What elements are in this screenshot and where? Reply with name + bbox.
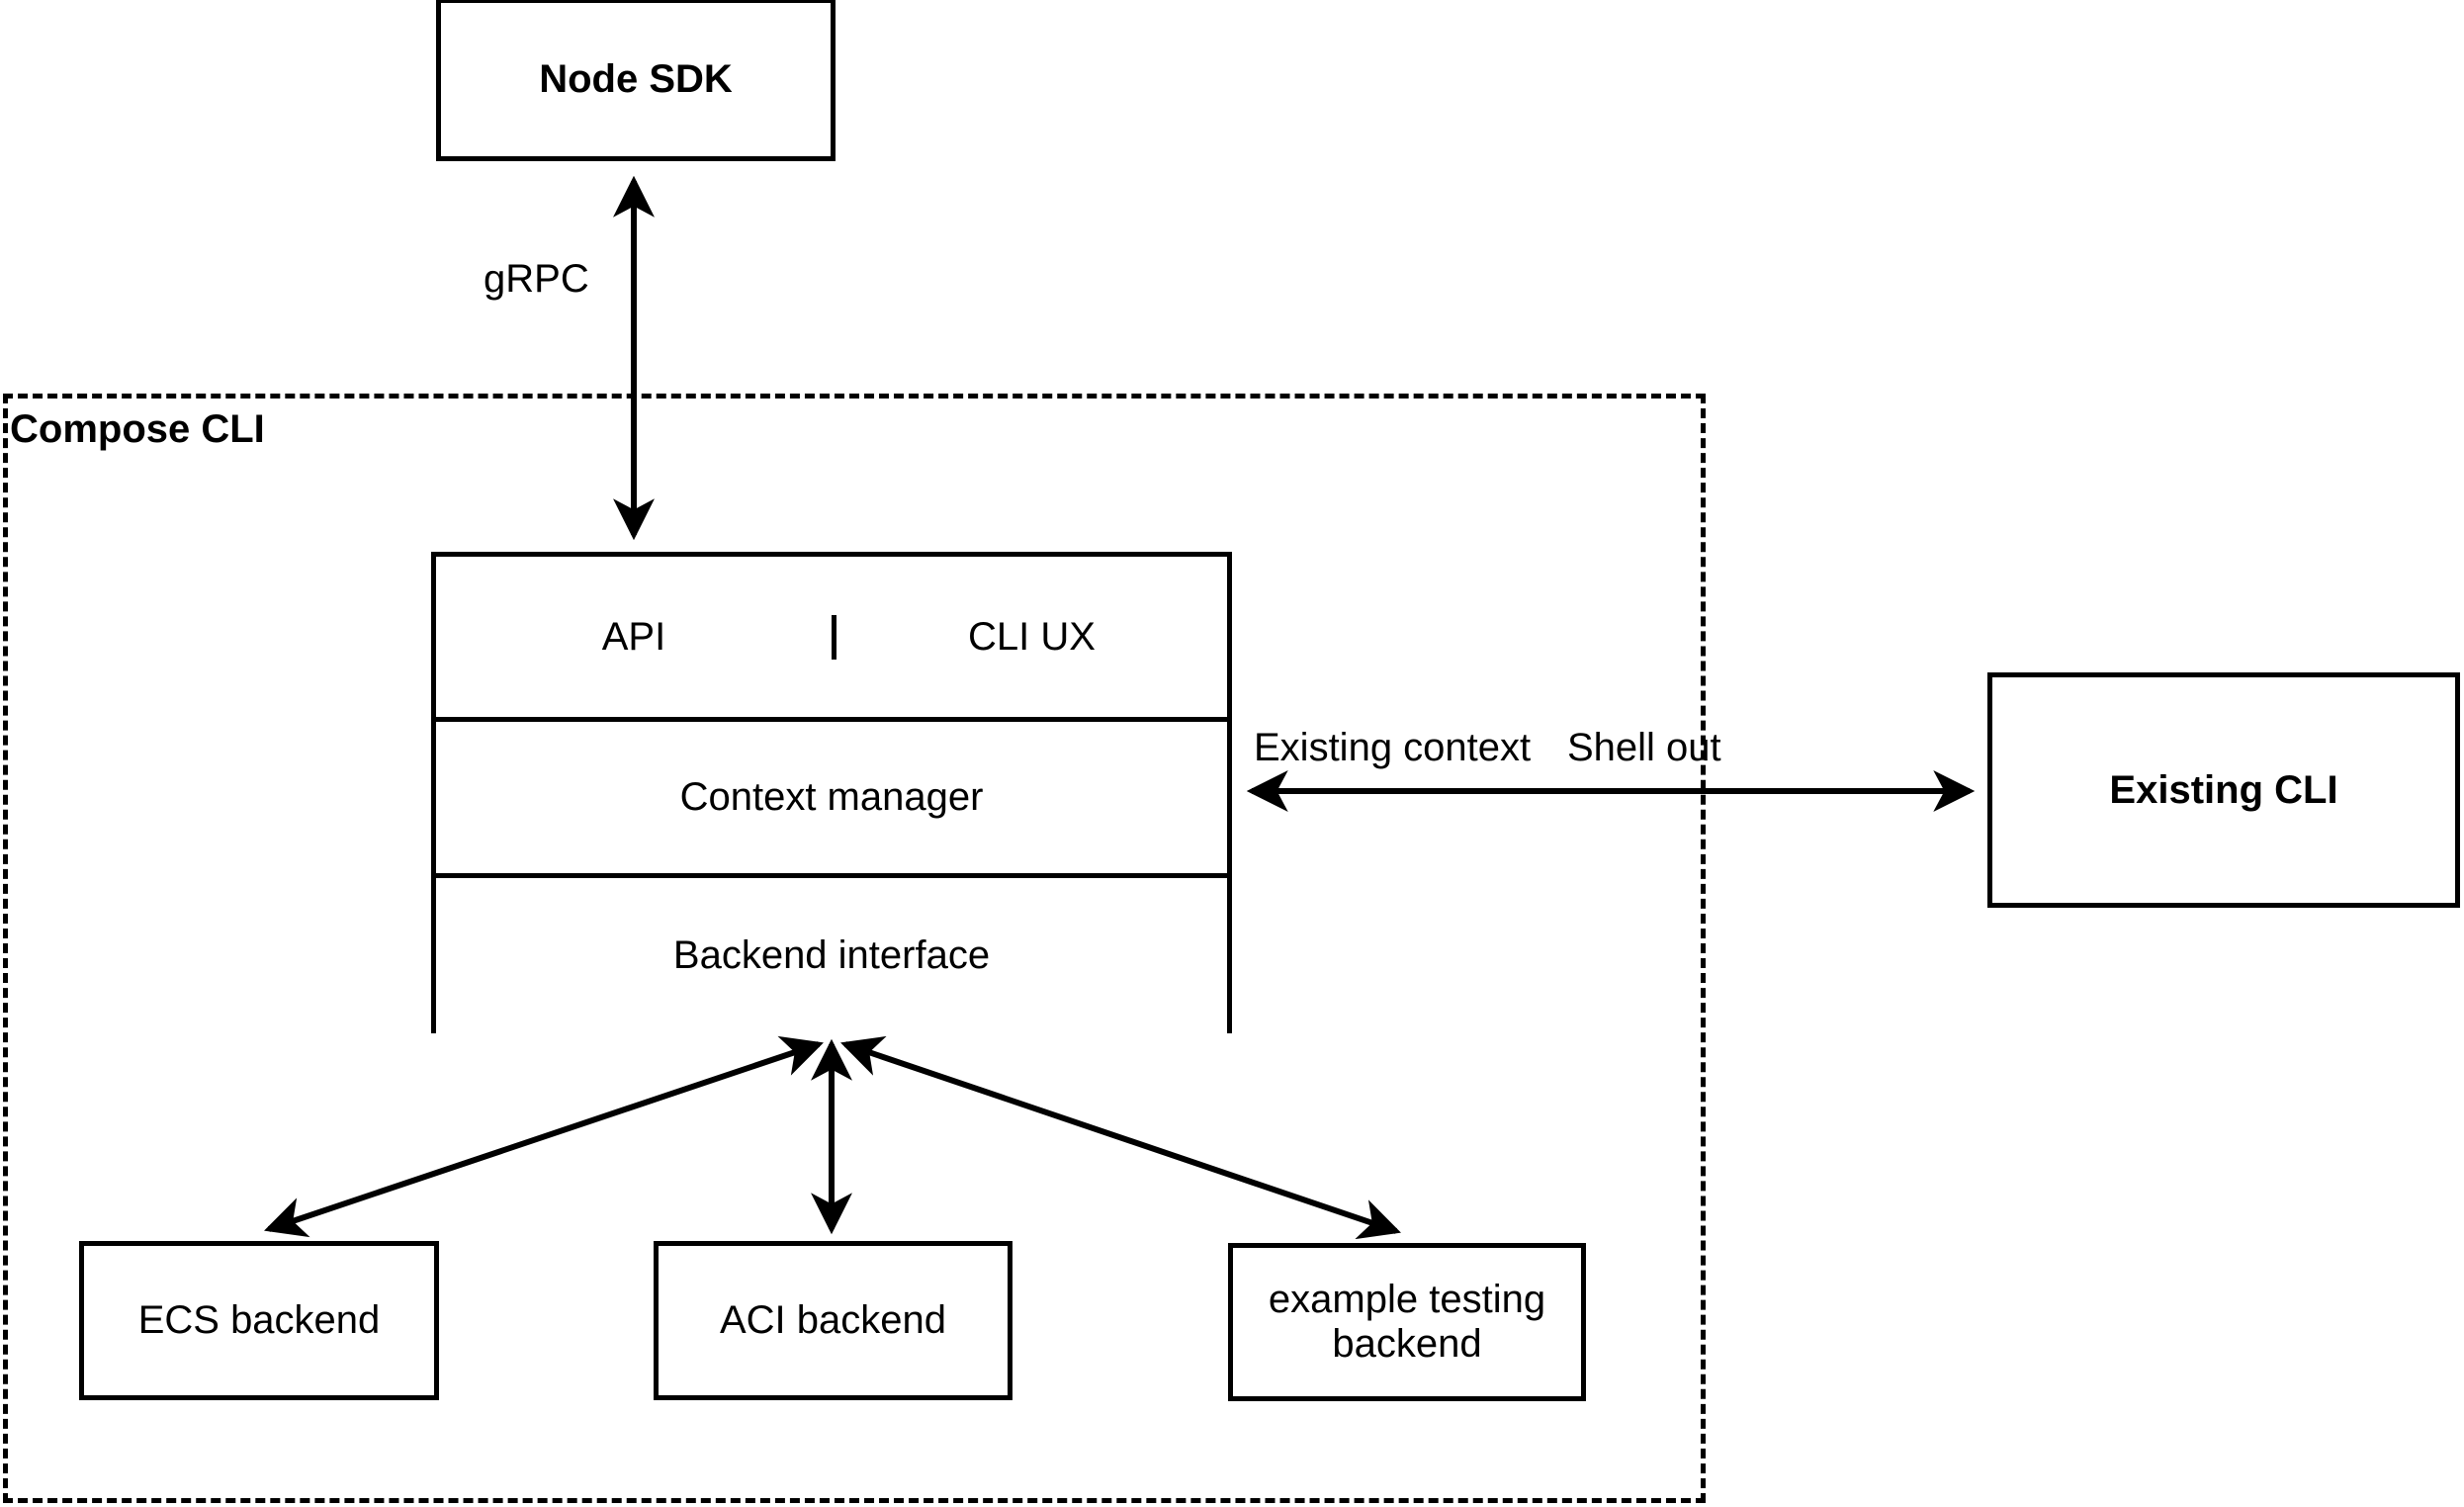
api-cell[interactable]: API <box>436 615 832 660</box>
cli-ux-cell[interactable]: CLI UX <box>832 614 1227 660</box>
compose-cli-core-stack: API CLI UX Context manager Backend inter… <box>431 552 1232 1033</box>
context-manager-label: Context manager <box>679 775 984 819</box>
api-cliux-row: API CLI UX <box>436 557 1227 717</box>
example-testing-backend-label: example testing backend <box>1269 1278 1545 1367</box>
context-manager-row[interactable]: Context manager <box>436 717 1227 873</box>
ecs-backend-box[interactable]: ECS backend <box>79 1241 439 1400</box>
ecs-backend-label: ECS backend <box>137 1298 381 1342</box>
grpc-edge-label: gRPC <box>484 257 589 301</box>
node-sdk-box[interactable]: Node SDK <box>436 0 836 161</box>
shell-out-edge-label: Shell out <box>1567 726 1721 769</box>
edge-backend-example <box>840 1035 1401 1240</box>
cli-ux-label: CLI UX <box>968 614 1096 659</box>
aci-backend-box[interactable]: ACI backend <box>654 1241 1012 1400</box>
example-testing-backend-label-line1: example testing <box>1268 1278 1546 1322</box>
example-testing-backend-box[interactable]: example testing backend <box>1228 1243 1586 1401</box>
backend-interface-row[interactable]: Backend interface <box>436 873 1227 1033</box>
compose-cli-group <box>3 394 1706 1503</box>
example-testing-backend-label-line2: backend <box>1332 1322 1482 1366</box>
compose-cli-group-label: Compose CLI <box>10 407 265 451</box>
aci-backend-label: ACI backend <box>719 1298 947 1342</box>
existing-cli-label: Existing CLI <box>2109 767 2338 812</box>
backend-interface-label: Backend interface <box>672 933 991 977</box>
existing-cli-box[interactable]: Existing CLI <box>1987 672 2460 908</box>
api-label: API <box>601 614 666 659</box>
node-sdk-label: Node SDK <box>539 57 733 101</box>
existing-context-edge-label: Existing context <box>1254 726 1532 769</box>
edge-backend-ecs <box>264 1035 824 1238</box>
